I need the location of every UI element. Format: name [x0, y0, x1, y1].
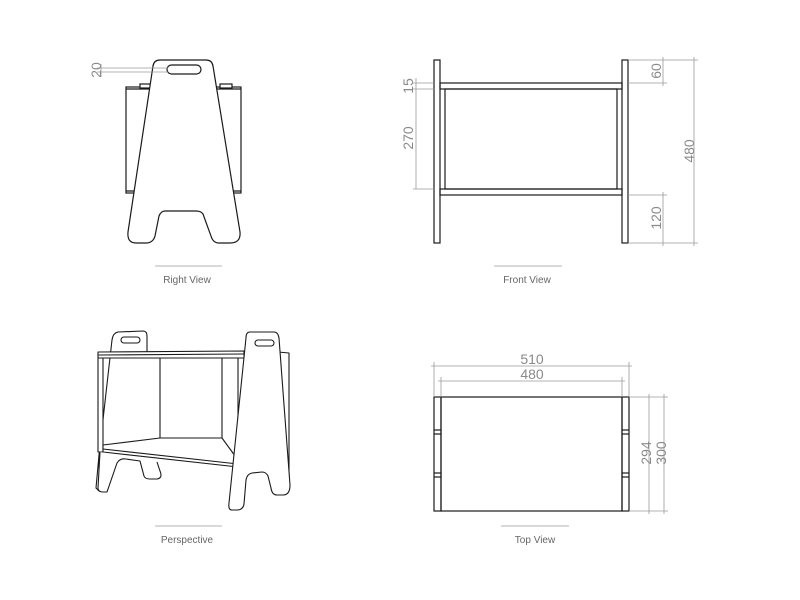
- perspective-left-box-side: [97, 357, 104, 453]
- perspective-front-base: [97, 451, 162, 493]
- top-view-shelf: [440, 396, 623, 512]
- top-view-dimension-lines: [431, 362, 668, 514]
- right-view-handle-dimension: [97, 64, 168, 77]
- front-view-bottom-gap-label: 120: [648, 206, 664, 230]
- front-view-top-gap-label: 60: [648, 63, 664, 79]
- front-view-total-height-label: 480: [681, 139, 697, 163]
- front-view-top-panel-label: 15: [400, 78, 416, 94]
- front-view-top-shelf: [439, 82, 623, 90]
- right-view-cleat: [219, 83, 233, 89]
- top-view-outer-width-label: 510: [520, 351, 544, 367]
- front-view-bottom-shelf: [439, 188, 623, 196]
- right-view-side-panel: [127, 59, 241, 244]
- top-view-left-side: [433, 396, 442, 512]
- perspective-bottom-shelf: [102, 437, 239, 468]
- perspective-interior-back: [159, 357, 223, 439]
- front-view-back-panel: [444, 88, 618, 190]
- top-view-right-side: [621, 396, 630, 512]
- perspective-view: [95, 330, 291, 511]
- right-view-handle-dimension-label: 20: [88, 62, 104, 78]
- top-view-outer-depth-label: 300: [653, 441, 669, 465]
- top-view-inner-depth-label: 294: [638, 441, 654, 465]
- front-view-left-side: [433, 59, 441, 244]
- perspective-back-handle-slot: [120, 336, 141, 344]
- perspective-front-side-panel: [228, 331, 291, 511]
- top-view-inner-width-label: 480: [520, 366, 544, 382]
- front-view-dimension-lines: [413, 57, 698, 246]
- front-view-caption: Front View: [503, 275, 551, 286]
- right-view-handle-slot: [166, 64, 202, 75]
- right-view: [125, 59, 242, 244]
- perspective-front-handle-slot: [254, 339, 275, 347]
- front-view: [433, 59, 629, 244]
- right-view-caption: Right View: [163, 275, 211, 286]
- front-view-right-side: [621, 59, 629, 244]
- top-view: [433, 396, 630, 512]
- perspective-caption: Perspective: [161, 535, 214, 546]
- top-view-caption: Top View: [515, 535, 556, 546]
- front-view-inner-height-label: 270: [400, 126, 416, 150]
